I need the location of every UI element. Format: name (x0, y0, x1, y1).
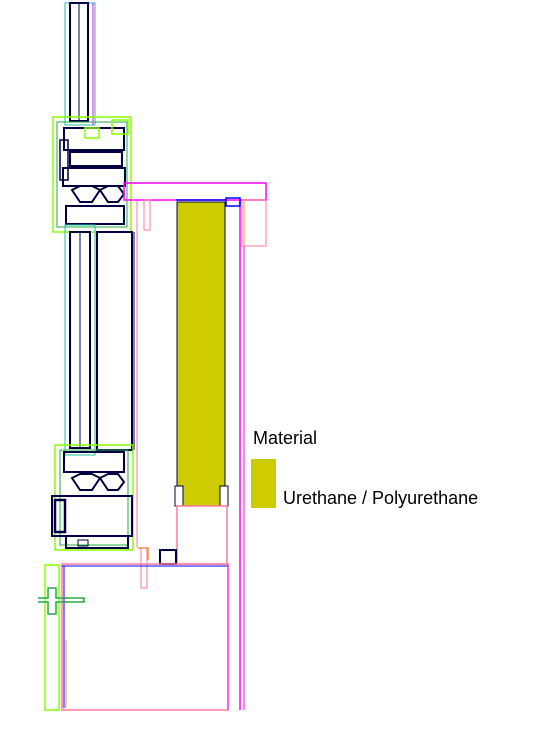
glass-pane (64, 224, 135, 456)
glass-top (64, 2, 96, 126)
jamb-outline (123, 182, 267, 710)
lower-cavity (138, 505, 228, 589)
upper-frame-profile (52, 116, 132, 233)
legend-swatch-urethane (251, 459, 276, 508)
lower-frame-profile (51, 444, 134, 551)
urethane-insulation (174, 201, 229, 507)
wall-block (38, 563, 229, 711)
legend-label-urethane: Urethane / Polyurethane (283, 488, 479, 508)
legend-title: Material (253, 428, 318, 448)
